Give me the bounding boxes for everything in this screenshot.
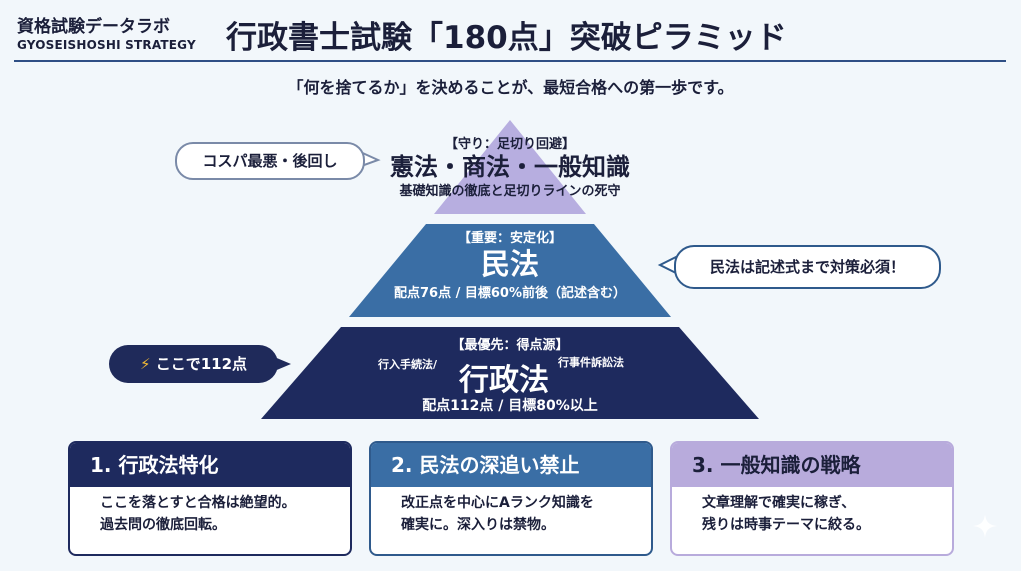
strategy-card-2: 2. 民法の深追い禁止 改正点を中心にAランク知識を 確実に。深入りは禁物。 (369, 441, 653, 556)
tier-middle-sub: 配点76点 / 目標60%前後（記述含む） (393, 286, 626, 302)
callout-top-text: コスパ最悪・後回し (202, 152, 338, 170)
pyramid-tier-top (434, 120, 586, 214)
tier-bottom-left-note: 行入手続法/ (378, 358, 438, 371)
strategy-card-1-line-2: 過去問の徹底回転。 (100, 516, 226, 533)
brand-tagline: GYOSEISHOSHI STRATEGY (17, 38, 196, 52)
pyramid-tier-middle (349, 224, 671, 317)
lightning-icon: ⚡ (139, 355, 151, 373)
callout-middle-text: 民法は記述式まで対策必須！ (709, 258, 905, 276)
strategy-card-1-title: 1. 行政法特化 (70, 443, 350, 487)
strategy-card-3-body: 文章理解で確実に稼ぎ、 残りは時事テーマに絞る。 (672, 487, 952, 536)
strategy-card-2-line-1: 改正点を中心にAランク知識を (401, 495, 594, 511)
tier-bottom-name: 行政法 (459, 363, 549, 398)
tier-top-text: 【守り：足切り回避】 憲法・商法・一般知識 基礎知識の徹底と足切りラインの死守 (310, 137, 710, 199)
sparkle-icon (973, 514, 997, 538)
strategy-card-2-title: 2. 民法の深追い禁止 (371, 443, 651, 487)
tier-top-tag: 【守り：足切り回避】 (444, 137, 575, 152)
tier-bottom-tag: 【最優先：得点源】 (451, 338, 569, 353)
page-subtitle: 「何を捨てるか」を決めることが、最短合格への第一歩です。 (287, 78, 734, 97)
strategy-card-3-line-2: 残りは時事テーマに絞る。 (702, 516, 870, 533)
brand-name: 資格試験データラボ (17, 17, 170, 37)
tier-top-sub: 基礎知識の徹底と足切りラインの死守 (399, 183, 621, 199)
strategy-card-2-line-2: 確実に。深入りは禁物。 (401, 516, 555, 533)
strategy-card-1: 1. 行政法特化 ここを落とすと合格は絶望的。 過去問の徹底回転。 (68, 441, 352, 556)
strategy-card-1-line-1: ここを落とすと合格は絶望的。 (100, 495, 296, 511)
callout-top: コスパ最悪・後回し (175, 142, 365, 180)
strategy-card-3-line-1: 文章理解で確実に稼ぎ、 (702, 495, 856, 511)
callout-middle: 民法は記述式まで対策必須！ (674, 245, 941, 289)
tier-middle-name: 民法 (480, 246, 539, 281)
callout-bottom: ⚡ ここで112点 (109, 345, 278, 383)
tier-top-name: 憲法・商法・一般知識 (390, 152, 630, 181)
tier-middle-text: 【重要：安定化】 民法 配点76点 / 目標60%前後（記述含む） (310, 231, 710, 302)
strategy-card-3-title: 3. 一般知識の戦略 (672, 443, 952, 487)
callout-bottom-text: ここで112点 (155, 355, 248, 373)
strategy-card-3: 3. 一般知識の戦略 文章理解で確実に稼ぎ、 残りは時事テーマに絞る。 (670, 441, 954, 556)
tier-bottom-sub: 配点112点 / 目標80%以上 (422, 398, 598, 414)
page-title: 行政書士試験「180点」突破ピラミッド (226, 20, 787, 56)
strategy-card-2-body: 改正点を中心にAランク知識を 確実に。深入りは禁物。 (371, 487, 651, 536)
title-divider (14, 60, 1006, 62)
tier-middle-tag: 【重要：安定化】 (457, 231, 562, 246)
tier-bottom-right-note: 行事件訴訟法 (558, 356, 624, 369)
strategy-card-1-body: ここを落とすと合格は絶望的。 過去問の徹底回転。 (70, 487, 350, 536)
pyramid-tier-bottom (261, 327, 759, 419)
